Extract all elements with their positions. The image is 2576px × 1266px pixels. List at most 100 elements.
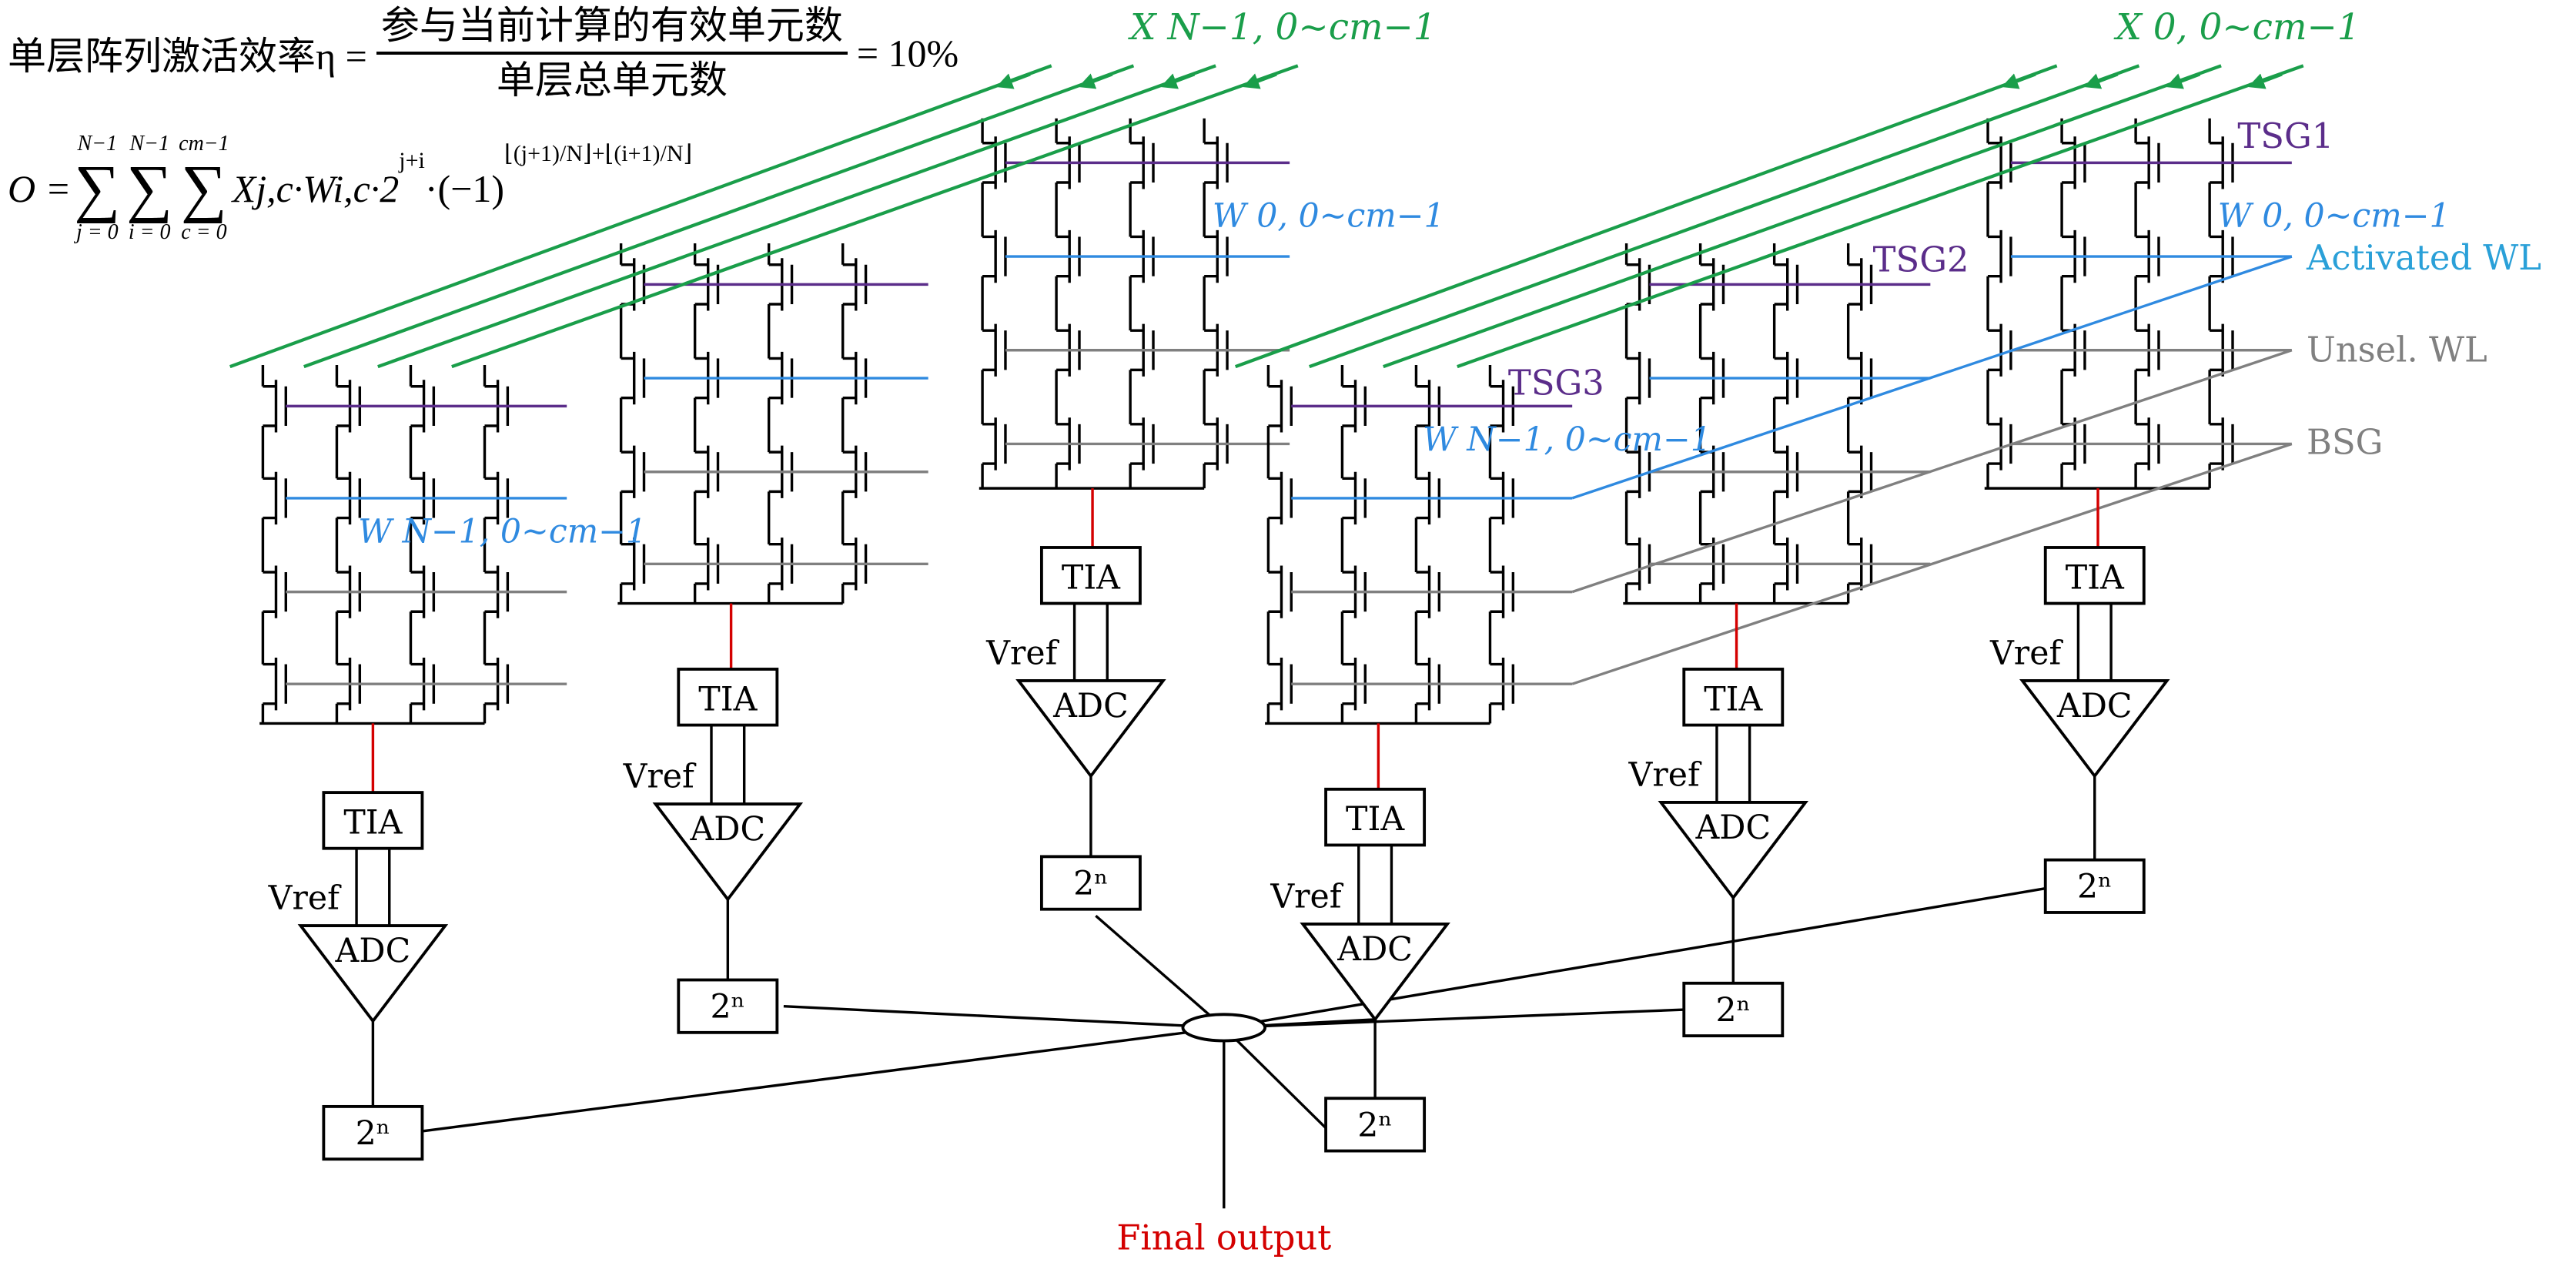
- tia-box: [1682, 668, 1785, 727]
- tia-box: [677, 668, 779, 727]
- adc-label: ADC: [2056, 687, 2133, 725]
- vref-label: Vref: [1628, 756, 1702, 795]
- shift-label: 2ⁿ: [1357, 1106, 1393, 1144]
- adc-triangle: [1300, 922, 1450, 1022]
- tia-box: [2043, 546, 2146, 605]
- tia-label: TIA: [1346, 800, 1405, 839]
- wn-label-a: W N−1, 0~cm−1: [358, 513, 647, 551]
- bsg-connector: [1571, 442, 2293, 685]
- tia-label: TIA: [1062, 558, 1121, 597]
- sigma: ∑: [126, 152, 173, 224]
- shift-box: [2043, 858, 2146, 914]
- bitline: [303, 64, 1135, 369]
- adc-triangle: [297, 924, 449, 1024]
- sum-wire: [1223, 1027, 1330, 1133]
- bsg-label: BSG: [2307, 421, 2383, 462]
- sigma: ∑: [180, 152, 227, 224]
- tsg3-label: TSG3: [1508, 362, 1604, 403]
- x-right-label: X 0, 0~cm−1: [2113, 6, 2360, 49]
- tsg1-label: TSG1: [2237, 116, 2333, 156]
- bitline-arrow-icon: [1242, 72, 1277, 89]
- efficiency-numerator: 参与当前计算的有效单元数: [376, 5, 848, 55]
- adc-triangle: [2019, 678, 2170, 779]
- bitline-arrow-icon: [1160, 72, 1196, 89]
- vref-label: Vref: [268, 879, 342, 918]
- output-body: Xj,c·Wi,c·2: [232, 166, 400, 210]
- vref-label: Vref: [985, 635, 1059, 673]
- sum-wire: [1095, 914, 1225, 1029]
- efficiency-lhs: 单层阵列激活效率η =: [8, 35, 367, 78]
- sum-lower: j = 0: [75, 219, 119, 244]
- sum-i: N−1∑i = 0: [126, 132, 172, 245]
- bitline-arrow-icon: [995, 72, 1031, 89]
- adc-label: ADC: [335, 932, 411, 970]
- sum-wire: [1223, 1008, 1688, 1030]
- bitline-arrow-icon: [2001, 72, 2036, 89]
- output-lhs: O =: [8, 166, 72, 210]
- adc-label: ADC: [689, 810, 765, 849]
- unsel-wl-connector: [1571, 349, 2293, 594]
- shift-label: 2ⁿ: [711, 988, 746, 1027]
- bitline: [1309, 64, 2140, 369]
- sum-c: cm−1∑c = 0: [179, 132, 229, 245]
- bitline: [1383, 64, 2222, 369]
- efficiency-denominator: 单层总单元数: [496, 59, 728, 102]
- adc-label: ADC: [1052, 687, 1129, 725]
- tsg2-label: TSG2: [1873, 239, 1969, 280]
- vref-label: Vref: [1989, 635, 2063, 673]
- bitline-arrow-icon: [2247, 72, 2283, 89]
- shift-box: [322, 1104, 424, 1161]
- bitline-arrow-icon: [1078, 72, 1113, 89]
- sum-upper: N−1: [129, 132, 169, 156]
- adder-node: [1181, 1013, 1267, 1043]
- shift-label: 2ⁿ: [1073, 864, 1109, 903]
- w0-label-b: W 0, 0~cm−1: [2218, 197, 2451, 236]
- output-power: j+i: [399, 148, 425, 173]
- vref-label: Vref: [1270, 878, 1343, 916]
- bitline: [1457, 64, 2304, 369]
- adc-triangle: [1658, 800, 1809, 900]
- efficiency-fraction: 参与当前计算的有效单元数 单层总单元数: [376, 5, 848, 102]
- efficiency-equation: 单层阵列激活效率η = 参与当前计算的有效单元数 单层总单元数 = 10%: [8, 5, 958, 102]
- tia-label: TIA: [1704, 680, 1763, 718]
- tia-label: TIA: [343, 803, 403, 842]
- vref-label: Vref: [623, 758, 697, 796]
- labels-layer: X N−1, 0~cm−1 X 0, 0~cm−1 W 0, 0~cm−1 W …: [358, 6, 2541, 1258]
- efficiency-rhs: = 10%: [856, 32, 959, 75]
- tia-box: [1324, 787, 1427, 847]
- tia-label: TIA: [2066, 558, 2125, 597]
- tia-box: [1039, 546, 1142, 605]
- x-left-label: X N−1, 0~cm−1: [1127, 6, 1437, 49]
- bitline: [229, 64, 1052, 369]
- sum-wire: [783, 1004, 1224, 1030]
- shift-label: 2ⁿ: [2077, 868, 2113, 906]
- w0-label-a: W 0, 0~cm−1: [1213, 197, 1445, 236]
- sum-lower: i = 0: [128, 219, 171, 244]
- shift-label: 2ⁿ: [1715, 991, 1751, 1030]
- output-tail-power: ⌊(j+1)/N⌋+⌊(i+1)/N⌋: [504, 141, 693, 166]
- wn-label-b: W N−1, 0~cm−1: [1423, 420, 1711, 459]
- bitline: [377, 64, 1216, 369]
- bitline-arrow-icon: [2083, 72, 2119, 89]
- activated-wl-connector: [1571, 255, 2293, 500]
- shift-label: 2ⁿ: [356, 1114, 391, 1153]
- output-equation: O = N−1∑j = 0 N−1∑i = 0 cm−1∑c = 0 Xj,c·…: [8, 132, 692, 245]
- tia-box: [322, 791, 424, 850]
- output-tail: ·(−1): [424, 166, 505, 210]
- adc-triangle: [652, 802, 804, 903]
- sum-j: N−1∑j = 0: [74, 132, 120, 245]
- sum-wire: [1223, 886, 2049, 1030]
- adc-label: ADC: [1694, 809, 1771, 847]
- sum-wire: [422, 1026, 1224, 1133]
- final-output-label: Final output: [1116, 1217, 1331, 1258]
- shift-box: [1039, 855, 1142, 911]
- sum-upper: N−1: [77, 132, 118, 156]
- bitline-arrow-icon: [2166, 72, 2201, 89]
- bitline: [451, 64, 1299, 369]
- activated-wl-label: Activated WL: [2306, 237, 2541, 278]
- sum-lower: c = 0: [181, 219, 227, 244]
- shift-box: [677, 978, 779, 1034]
- shift-box: [1324, 1097, 1427, 1153]
- unsel-wl-label: Unsel. WL: [2307, 330, 2487, 370]
